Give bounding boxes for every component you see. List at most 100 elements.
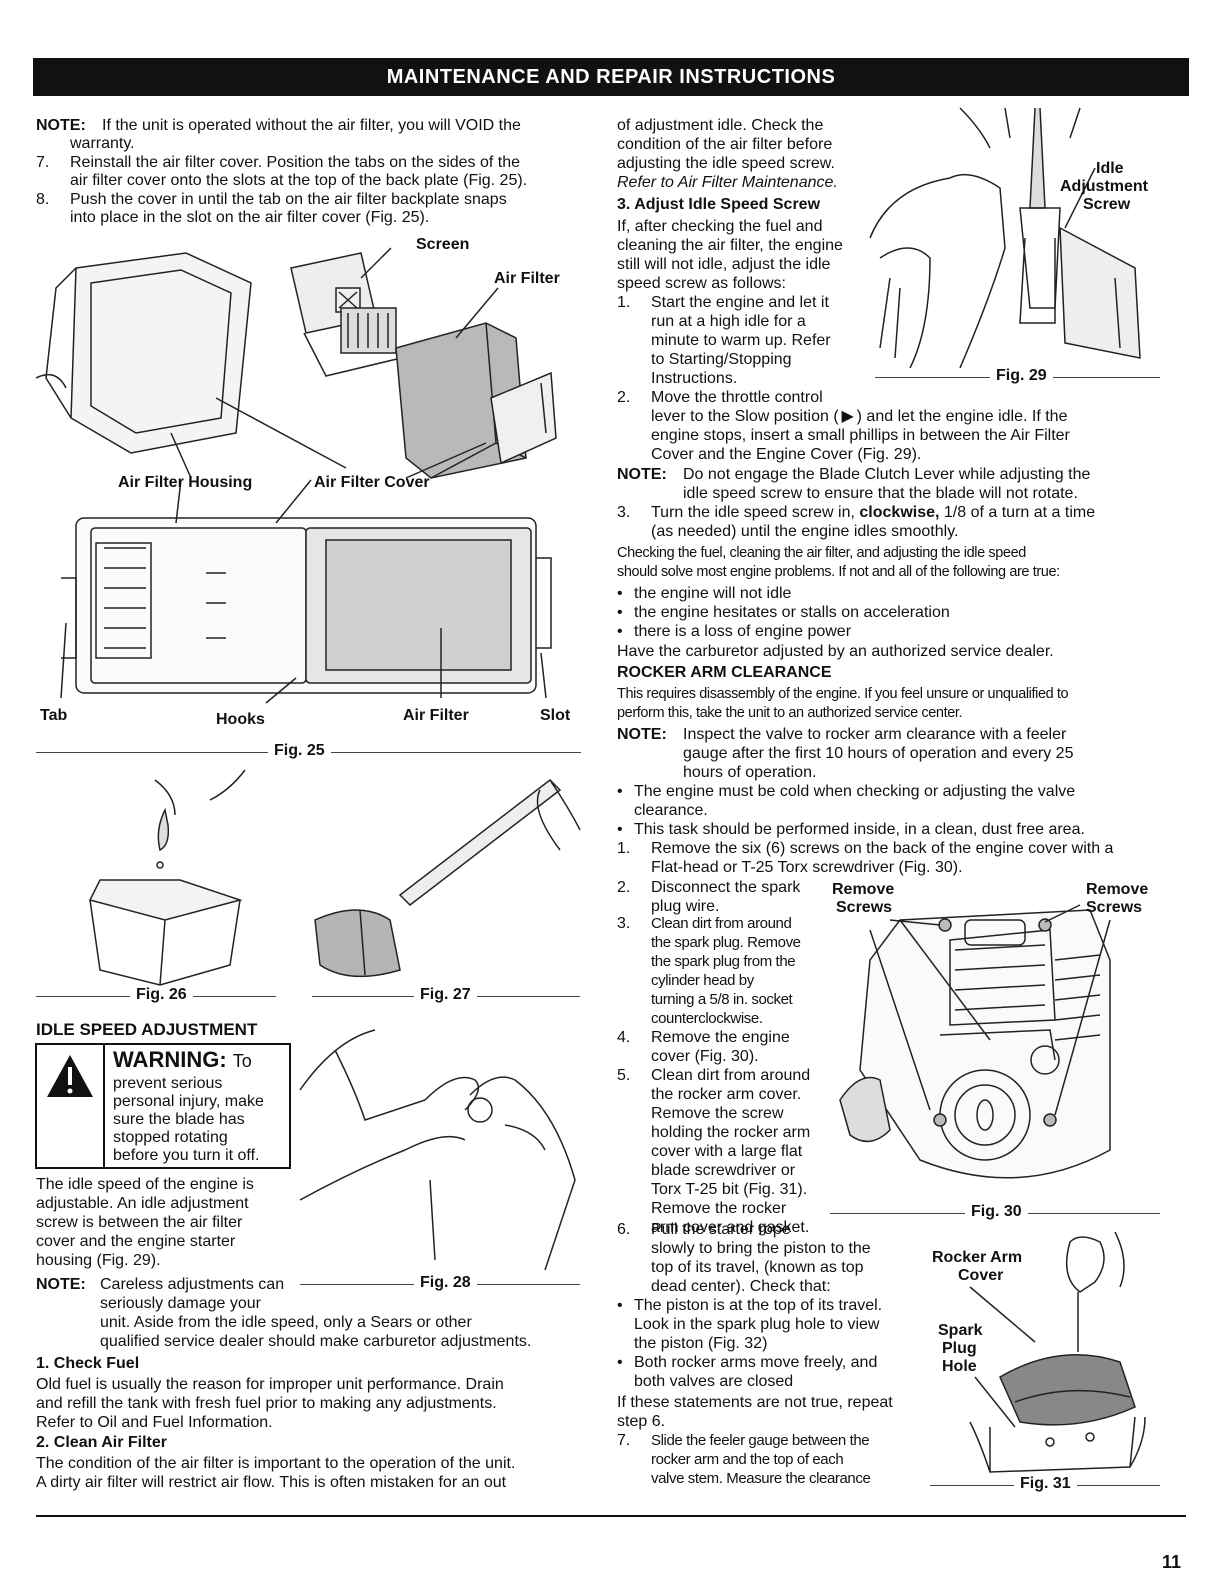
figure-caption: Fig. 30 [965,1203,1028,1221]
step-number: 3. [617,504,631,521]
paragraph-line: speed screw as follows: [617,275,786,292]
paragraph-line: adjusting the idle speed screw. [617,155,835,172]
step-text: Remove the rocker [651,1200,787,1217]
step-text: Torx T-25 bit (Fig. 31). [651,1181,808,1198]
step-text: Move the throttle control [651,389,823,406]
label-air-filter: Air Filter [403,707,469,724]
label-spark-plug-hole: Spark [938,1322,983,1339]
step-text: slowly to bring the piston to the [651,1240,871,1257]
step-number: 5. [617,1067,631,1084]
step-text: Disconnect the spark [651,879,801,896]
warning-text: sure the blade has [113,1111,245,1128]
label-tab: Tab [40,707,68,724]
step-text: to Starting/Stopping [651,351,792,368]
warning-box: WARNING: To prevent serious personal inj… [35,1043,291,1169]
step-text: Start the engine and let it [651,294,829,311]
bullet-text: the piston (Fig. 32) [634,1335,768,1352]
label-spark-plug-hole: Hole [942,1358,977,1375]
note-label: NOTE: [36,117,86,134]
paragraph-line: If these statements are not true, repeat [617,1394,893,1411]
figure-caption: Fig. 28 [414,1274,477,1292]
label-rocker-arm-cover: Rocker Arm [932,1249,1023,1266]
note-text: Inspect the valve to rocker arm clearanc… [683,726,1067,743]
paragraph-line: cover and the engine starter [36,1233,236,1250]
note-text: hours of operation. [683,764,817,781]
paragraph-line: still will not idle, adjust the idle [617,256,831,273]
bullet-text: This task should be performed inside, in… [634,821,1085,838]
bullet-marker: • [617,1297,623,1314]
step-text: plug wire. [651,898,720,915]
label-rocker-arm-cover: Cover [958,1267,1004,1284]
note-label: NOTE: [617,466,667,483]
step-number: 3. [617,915,631,932]
step-text: top of its travel, (known as top [651,1259,864,1276]
label-slot: Slot [540,707,571,724]
bullet-text: clearance. [634,802,708,819]
label-idle-adjustment-screw: Screw [1083,196,1131,213]
label-remove-screws: Remove [832,881,895,898]
step-text: minute to warm up. Refer [651,332,831,349]
reference-text: Refer to Air Filter Maintenance. [617,174,838,191]
paragraph-line: If, after checking the fuel and [617,218,823,235]
step-text: Remove the screw [651,1105,784,1122]
step-text: engine stops, insert a small phillips in… [651,427,1070,444]
paragraph-line: step 6. [617,1413,666,1430]
subheading: 1. Check Fuel [36,1355,140,1372]
bullet-marker: • [617,623,623,640]
step-text: air filter cover onto the slots at the t… [70,172,528,189]
note-text: unit. Aside from the idle speed, only a … [100,1314,472,1331]
note-text: seriously damage your [100,1295,261,1312]
label-remove-screws: Screws [1086,899,1143,916]
note-label: NOTE: [36,1276,86,1293]
rocker-cover-illustration [930,1232,1160,1487]
step-number: 1. [617,294,631,311]
subheading: 2. Clean Air Filter [36,1434,167,1451]
step-text: Flat-head or T-25 Torx screwdriver (Fig.… [651,859,963,876]
label-spark-plug-hole: Plug [942,1340,977,1357]
bullet-marker: • [617,821,623,838]
figure-caption: Fig. 27 [414,986,477,1004]
step-text: holding the rocker arm [651,1124,811,1141]
step-text: Slide the feeler gauge between the [651,1432,870,1449]
section-heading: IDLE SPEED ADJUSTMENT [36,1020,258,1039]
note-text: qualified service dealer should make car… [100,1333,532,1350]
hand-adjusting-illustration [295,1030,580,1270]
step-text: the spark plug. Remove [651,934,801,951]
paragraph-line: The condition of the air filter is impor… [36,1455,516,1472]
step-text: run at a high idle for a [651,313,806,330]
step-text: cover (Fig. 30). [651,1048,759,1065]
bullet-text: The engine must be cold when checking or… [634,783,1076,800]
figure-caption: Fig. 25 [268,742,331,760]
step-text: counterclockwise. [651,1010,763,1027]
paragraph-line: should solve most engine problems. If no… [617,564,1060,580]
footer-rule [36,1515,1186,1517]
step-number: 6. [617,1221,631,1238]
step-text: the rocker arm cover. [651,1086,802,1103]
note-text: idle speed screw to ensure that the blad… [683,485,1078,502]
label-air-filter-housing: Air Filter Housing [118,474,253,491]
paragraph-line: and refill the tank with fresh fuel prio… [36,1395,497,1412]
figure-caption: Fig. 31 [1014,1475,1077,1493]
step-text: into place in the slot on the air filter… [70,209,430,226]
bullet-text: there is a loss of engine power [634,623,852,640]
bullet-marker: • [617,1354,623,1371]
page-number: 11 [1162,1552,1182,1572]
step-number: 1. [617,840,631,857]
paragraph-line: A dirty air filter will restrict air flo… [36,1474,507,1491]
step-text: cylinder head by [651,972,754,989]
paragraph-line: Checking the fuel, cleaning the air filt… [617,545,1026,561]
note-text: Do not engage the Blade Clutch Lever whi… [683,466,1091,483]
label-remove-screws: Screws [836,899,893,916]
step-number: 8. [36,191,50,208]
note-text: If the unit is operated without the air … [102,117,521,134]
paragraph-line: Old fuel is usually the reason for impro… [36,1376,504,1393]
warning-text: stopped rotating [113,1129,228,1146]
paragraph-line: condition of the air filter before [617,136,833,153]
step-text: Clean dirt from around [651,915,792,932]
step-text: Push the cover in until the tab on the a… [70,191,507,208]
idle-screw-illustration [870,108,1170,373]
step-text: the spark plug from the [651,953,796,970]
paragraph-line: housing (Fig. 29). [36,1252,161,1269]
bullet-marker: • [617,604,623,621]
subheading: 3. Adjust Idle Speed Screw [617,196,821,213]
